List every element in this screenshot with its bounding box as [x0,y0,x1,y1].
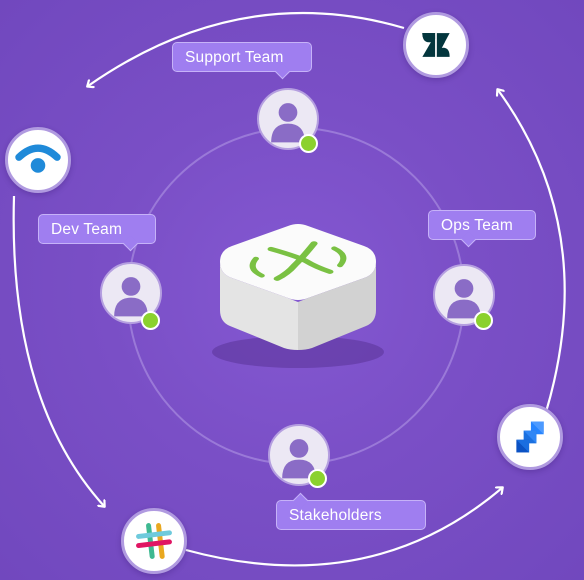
arrow-jira-to-zendesk [498,90,566,413]
stakeholders-label: Stakeholders [276,500,426,530]
dev-team-label: Dev Team [38,214,156,244]
user-icon [282,439,316,479]
statuspage-icon [5,127,71,193]
support-team-online-indicator [299,134,318,153]
ops-team-label: Ops Team [428,210,536,240]
arrow-slack-to-jira [185,488,502,567]
arrow-statuspage-to-slack [12,195,104,506]
arrow-zendesk-to-statuspage [88,11,405,86]
zendesk-icon [403,12,469,78]
support-team-label: Support Team [172,42,312,72]
user-icon [271,103,305,143]
dev-team-online-indicator [141,311,160,330]
jira-icon [497,404,563,470]
user-icon [447,279,481,319]
ops-team-online-indicator [474,311,493,330]
slack-icon [121,508,187,574]
user-icon [114,277,148,317]
stakeholders-online-indicator [308,469,327,488]
